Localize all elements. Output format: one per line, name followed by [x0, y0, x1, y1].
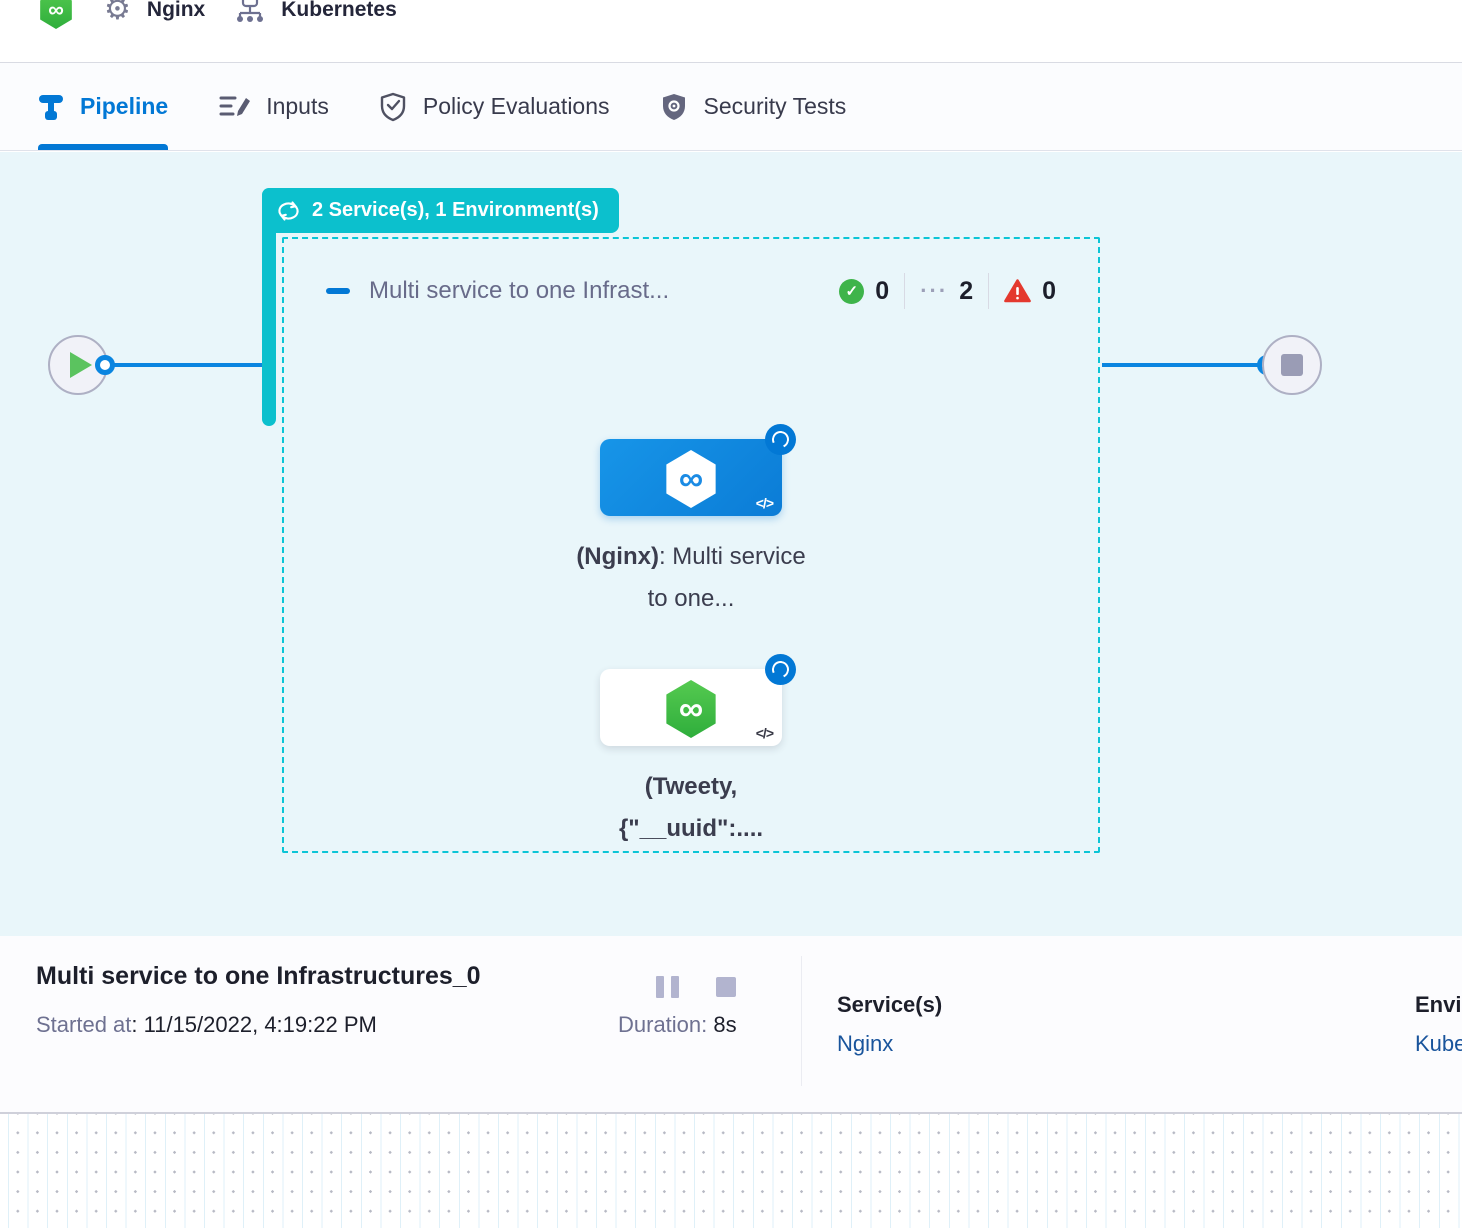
environments-link[interactable]: Kube: [1415, 1031, 1462, 1056]
tab-inputs[interactable]: Inputs: [218, 63, 329, 150]
environments-label: Envi: [1415, 992, 1462, 1017]
execution-summary-bar: Multi service to one Infrastructures_0 S…: [0, 936, 1462, 1113]
header-environment-name: Kubernetes: [281, 0, 397, 21]
stage-group-box[interactable]: Multi service to one Infrast... ✓ 0 ··· …: [282, 237, 1100, 853]
failed-count: 0: [1042, 276, 1056, 305]
policy-evaluations-icon: [379, 92, 407, 122]
stage-title: Multi service to one Infrast...: [369, 277, 670, 304]
services-link[interactable]: Nginx: [837, 1031, 894, 1056]
active-tab-underline: [38, 144, 169, 150]
started-at-value: : 11/15/2022, 4:19:22 PM: [131, 1012, 377, 1037]
tab-policy-evaluations[interactable]: Policy Evaluations: [379, 63, 610, 150]
spinner-ring-icon: [769, 658, 792, 681]
service-card-label: (Nginx): Multi service to one...: [571, 536, 811, 620]
inputs-icon: [218, 93, 251, 121]
service-card-tweety[interactable]: ∞ </>: [600, 654, 796, 746]
success-count-icon: ✓: [839, 278, 865, 304]
running-count-icon: ···: [920, 278, 949, 303]
execution-tabbar: Pipeline Inputs: [0, 63, 1462, 151]
pipeline-start-node[interactable]: [48, 335, 108, 395]
services-column: Service(s) Nginx: [837, 992, 942, 1057]
pipeline-end-node[interactable]: [1262, 335, 1322, 395]
service-name-rest: : Multi service to one...: [647, 543, 806, 612]
tab-security-tests[interactable]: Security Tests: [660, 63, 847, 150]
running-spinner-badge: [765, 424, 796, 455]
connector-dot: [95, 355, 115, 375]
tabs: Pipeline Inputs: [38, 63, 846, 150]
service-name-bold: (Tweety, {"__uuid":....: [618, 773, 764, 842]
environments-column: Envi Kube: [1415, 992, 1462, 1057]
stop-icon: [1281, 354, 1303, 376]
pipeline-canvas[interactable]: 2 Service(s), 1 Environment(s) Multi ser…: [0, 152, 1462, 936]
stage-header: Multi service to one Infrast... ✓ 0 ··· …: [326, 271, 1056, 311]
abort-execution-button[interactable]: [716, 977, 736, 997]
footer-divider: [801, 956, 802, 1086]
pause-execution-button[interactable]: [656, 976, 680, 998]
started-at-line: Started at: 11/15/2022, 4:19:22 PM: [36, 1012, 377, 1038]
duration-line: Duration: 8s: [618, 1012, 737, 1038]
code-icon: </>: [755, 495, 774, 511]
security-tests-icon: [660, 92, 688, 122]
services-label: Service(s): [837, 992, 943, 1017]
started-at-label: Started at: [36, 1012, 132, 1037]
tab-inputs-label: Inputs: [266, 93, 329, 119]
collapse-minus-icon[interactable]: [326, 288, 350, 294]
console-grid-area[interactable]: [0, 1112, 1462, 1228]
count-separator: [988, 273, 990, 309]
gear-icon: ⚙: [104, 0, 131, 26]
tab-policy-evaluations-label: Policy Evaluations: [422, 93, 610, 119]
spinner-ring-icon: [769, 428, 792, 451]
failed-count-icon: [1004, 278, 1031, 304]
loop-icon: [276, 200, 301, 222]
header-service-name: Nginx: [146, 0, 206, 21]
harness-step-icon: ∞: [666, 450, 716, 508]
pipeline-icon: [38, 92, 64, 122]
service-name-bold: (Nginx): [576, 543, 659, 570]
connector-line: [112, 363, 262, 367]
code-icon: </>: [755, 725, 774, 741]
harness-logo-icon: ∞: [40, 0, 72, 29]
running-spinner-badge: [765, 654, 796, 685]
service-card-label: (Tweety, {"__uuid":....: [571, 766, 811, 850]
duration-value: 8s: [707, 1012, 737, 1037]
harness-step-icon: ∞: [666, 680, 716, 738]
stage-accent-bar: [262, 188, 276, 426]
tab-pipeline-label: Pipeline: [80, 93, 169, 119]
count-separator: [904, 273, 906, 309]
pause-bar: [656, 976, 664, 998]
kubernetes-icon: [235, 0, 265, 27]
run-title: Multi service to one Infrastructures_0: [36, 962, 481, 990]
pause-bar: [671, 976, 679, 998]
breadcrumb: ∞ ⚙ Nginx Kubernetes: [38, 0, 397, 29]
tab-security-tests-label: Security Tests: [703, 93, 847, 119]
stage-badge-label: 2 Service(s), 1 Environment(s): [312, 199, 599, 221]
play-icon: [70, 352, 92, 378]
service-card-nginx[interactable]: ∞ </>: [600, 424, 796, 516]
tab-pipeline[interactable]: Pipeline: [38, 63, 169, 150]
duration-label: Duration:: [618, 1012, 708, 1037]
connector-line: [1102, 363, 1260, 367]
success-count: 0: [875, 276, 890, 305]
running-count: 2: [959, 276, 974, 305]
stage-status-counts: ✓ 0 ··· 2 0: [839, 273, 1056, 309]
stage-matrix-badge[interactable]: 2 Service(s), 1 Environment(s): [262, 188, 619, 233]
breadcrumb-header: ∞ ⚙ Nginx Kubernetes: [0, 0, 1462, 63]
